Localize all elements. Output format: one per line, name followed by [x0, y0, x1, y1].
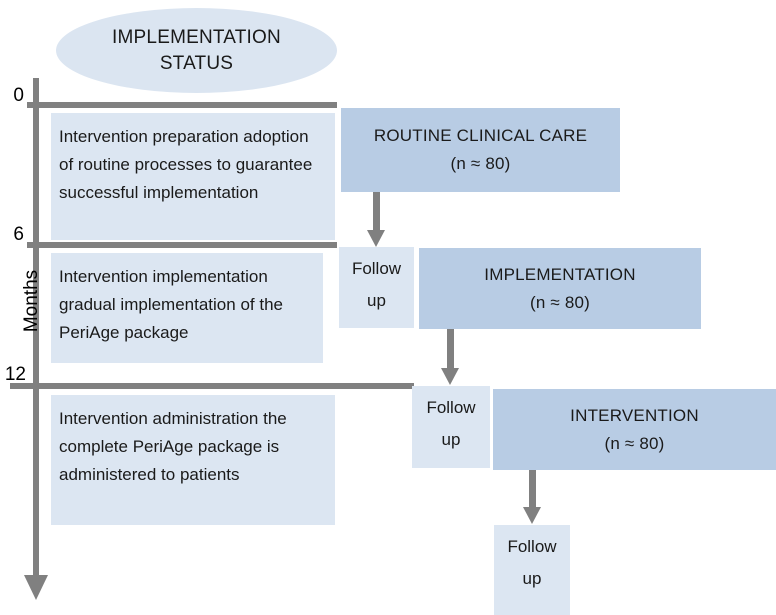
timeline-axis [33, 78, 39, 578]
followup-2-line-1: Follow [426, 398, 476, 417]
phase-desc-implementation: gradual implementation of the PeriAge pa… [59, 295, 283, 342]
arm-box-intervention: INTERVENTION (n ≈ 80) [493, 389, 776, 470]
arrow-routine-to-followup-1 [367, 192, 385, 247]
phase-box-administration: Intervention administration the complete… [51, 395, 335, 525]
followup-3-line-1: Follow [507, 537, 557, 556]
followup-1-line-1: Follow [351, 259, 402, 278]
ellipse-line-2: STATUS [159, 52, 234, 74]
tick-label-12: 12 [4, 364, 26, 385]
timeline-axis-arrowhead [24, 575, 48, 600]
phase-title-implementation: Intervention implementation [59, 267, 268, 286]
followup-box-1: Follow up [339, 247, 414, 328]
arrow-intervention-to-followup-3 [523, 470, 541, 525]
tick-line-0 [27, 102, 337, 108]
tick-line-12 [10, 383, 414, 389]
followup-1-line-2: up [367, 291, 386, 310]
phase-box-implementation: Intervention implementation gradual impl… [51, 253, 323, 363]
phase-desc-preparation: adoption of routine processes to guarant… [59, 127, 313, 202]
arm-name-routine: ROUTINE CLINICAL CARE [373, 126, 588, 145]
arm-n-intervention: (n ≈ 80) [604, 433, 665, 453]
arm-n-routine: (n ≈ 80) [450, 154, 511, 173]
tick-label-0: 0 [13, 85, 24, 106]
tick-line-6 [27, 242, 337, 248]
arm-box-implementation: IMPLEMENTATION (n ≈ 80) [419, 248, 701, 329]
arrow-implementation-to-followup-2 [441, 329, 459, 386]
axis-title-months: Months [21, 269, 42, 333]
phase-title-administration: Intervention administration [59, 409, 259, 428]
arm-box-routine-clinical-care: ROUTINE CLINICAL CARE (n ≈ 80) [341, 108, 620, 192]
followup-3-line-2: up [522, 569, 542, 588]
arm-name-intervention: INTERVENTION [570, 405, 699, 425]
phase-box-preparation: Intervention preparation adoption of rou… [51, 113, 335, 240]
followup-2-line-2: up [441, 430, 461, 449]
tick-label-6: 6 [13, 224, 24, 245]
arm-name-implementation: IMPLEMENTATION [484, 264, 636, 284]
ellipse-line-1: IMPLEMENTATION [112, 26, 281, 48]
arm-n-implementation: (n ≈ 80) [529, 292, 591, 312]
implementation-status-ellipse: IMPLEMENTATION STATUS [56, 8, 337, 93]
phase-title-preparation: Intervention preparation [59, 127, 239, 146]
followup-box-3: Follow up [494, 525, 570, 615]
followup-box-2: Follow up [412, 386, 490, 468]
phase-desc-administration: the complete PeriAge package is administ… [59, 409, 287, 484]
